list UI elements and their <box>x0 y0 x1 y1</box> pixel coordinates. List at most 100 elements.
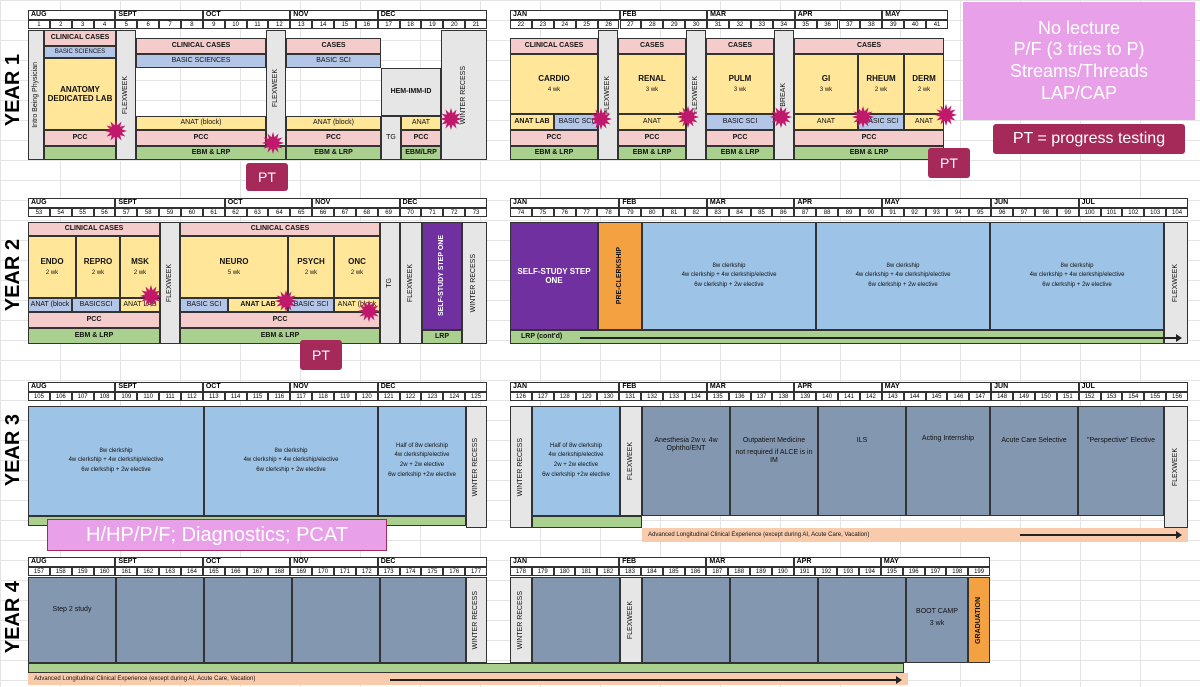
week-number: 149 <box>1013 392 1035 401</box>
week-number: 18 <box>399 20 422 29</box>
week-number: 121 <box>377 392 400 401</box>
week-number: 136 <box>728 392 751 401</box>
week-number: 5 <box>115 20 138 29</box>
anat-block-r: ANAT <box>618 114 686 130</box>
week-number: 58 <box>137 208 160 217</box>
week-number: 182 <box>597 567 620 576</box>
week-number: 165 <box>202 567 225 576</box>
week-number: 13 <box>290 20 313 29</box>
basic-sci-block-r: BASIC SCI <box>554 114 598 130</box>
week-number: 103 <box>1144 208 1167 217</box>
week-number: 101 <box>1100 208 1123 217</box>
week-number: 130 <box>597 392 620 401</box>
month-label: MAY <box>881 382 992 392</box>
week-number: 148 <box>991 392 1014 401</box>
pcc-block-2: PCC <box>136 130 266 146</box>
week-number: 14 <box>312 20 334 29</box>
week-number: 102 <box>1122 208 1145 217</box>
month-label: APR <box>794 198 882 208</box>
month-label: APR <box>794 10 883 20</box>
week-number: 80 <box>641 208 664 217</box>
week-number: 74 <box>510 208 532 217</box>
week-number: 56 <box>93 208 116 217</box>
flexweek-y4: FLEXWEEK <box>620 577 642 663</box>
pcc-block-r3: PCC <box>706 130 774 146</box>
week-number: 98 <box>1034 208 1057 217</box>
month-label: JAN <box>510 10 620 20</box>
pre-clerkship-block: PRE-CLERKSHIP <box>598 222 642 330</box>
month-label: AUG <box>28 382 116 392</box>
starburst-icon <box>140 285 162 307</box>
month-label: JUL <box>1078 198 1188 208</box>
week-number: 145 <box>925 392 948 401</box>
week-number: 2 <box>49 20 72 29</box>
year-4-label: YEAR 4 <box>1 581 24 654</box>
month-label: JAN <box>510 198 620 208</box>
month-label: MAY <box>880 557 990 567</box>
flexweek-y3r: FLEXWEEK <box>1164 406 1188 528</box>
week-number: 161 <box>115 567 138 576</box>
month-label: SEPT <box>115 382 203 392</box>
month-label: MAR <box>706 557 794 567</box>
week-number: 123 <box>421 392 444 401</box>
month-label: DEC <box>399 198 487 208</box>
week-number: 185 <box>662 567 685 576</box>
starburst-icon <box>358 300 380 322</box>
year-1-label: YEAR 1 <box>1 53 24 127</box>
pcc-block-r: PCC <box>510 130 598 146</box>
month-label: FEB <box>619 382 707 392</box>
week-number: 173 <box>377 567 400 576</box>
week-number: 138 <box>772 392 795 401</box>
week-number: 63 <box>246 208 269 217</box>
week-number: 88 <box>816 208 839 217</box>
week-number: 86 <box>772 208 795 217</box>
week-number: 196 <box>902 567 925 576</box>
acting-internship-block: Acting Internship <box>906 406 990 516</box>
week-number: 10 <box>224 20 247 29</box>
week-number: 162 <box>137 567 160 576</box>
week-number: 33 <box>750 20 773 29</box>
month-label: OCT <box>202 557 291 567</box>
week-number: 108 <box>93 392 116 401</box>
ebm-lrp-block-r2: EBM & LRP <box>618 146 686 160</box>
week-number: 41 <box>926 20 948 29</box>
winter-recess-y4r: WINTER RECESS <box>510 577 532 663</box>
acute-care-block: Acute Care Selective <box>990 406 1078 516</box>
month-label: AUG <box>28 198 116 208</box>
week-number: 151 <box>1056 392 1079 401</box>
ebm-lrp-block: EBM & LRP <box>136 146 286 160</box>
week-number: 81 <box>663 208 685 217</box>
week-number: 128 <box>553 392 576 401</box>
self-study-step-one-right: SELF-STUDY STEP ONE <box>510 222 598 330</box>
week-number: 112 <box>181 392 203 401</box>
week-number: 64 <box>268 208 291 217</box>
ebm-lrp-block-r: EBM & LRP <box>510 146 598 160</box>
week-number: 4 <box>93 20 116 29</box>
week-number: 104 <box>1166 208 1188 217</box>
week-number: 157 <box>28 567 50 576</box>
week-number: 95 <box>969 208 992 217</box>
pt-tag-y1-spring: PT <box>928 148 970 178</box>
month-label: JUN <box>991 382 1079 392</box>
week-number: 114 <box>224 392 247 401</box>
month-label: NOV <box>290 382 378 392</box>
month-label: MAR <box>706 198 795 208</box>
week-number: 93 <box>925 208 948 217</box>
starburst-icon <box>770 106 792 128</box>
basic-sci-block: BASIC SCI <box>286 54 381 68</box>
week-number: 170 <box>312 567 334 576</box>
y4-block-9 <box>818 577 906 663</box>
year3-grading-note: H/HP/P/F; Diagnostics; PCAT <box>47 519 387 551</box>
week-number: 147 <box>969 392 992 401</box>
y3-green-bar-r <box>532 516 642 528</box>
week-number: 7 <box>159 20 181 29</box>
intro-block: Intro Being Physician <box>28 30 44 160</box>
week-number: 127 <box>531 392 554 401</box>
starburst-icon <box>105 120 127 142</box>
week-number: 31 <box>707 20 729 29</box>
